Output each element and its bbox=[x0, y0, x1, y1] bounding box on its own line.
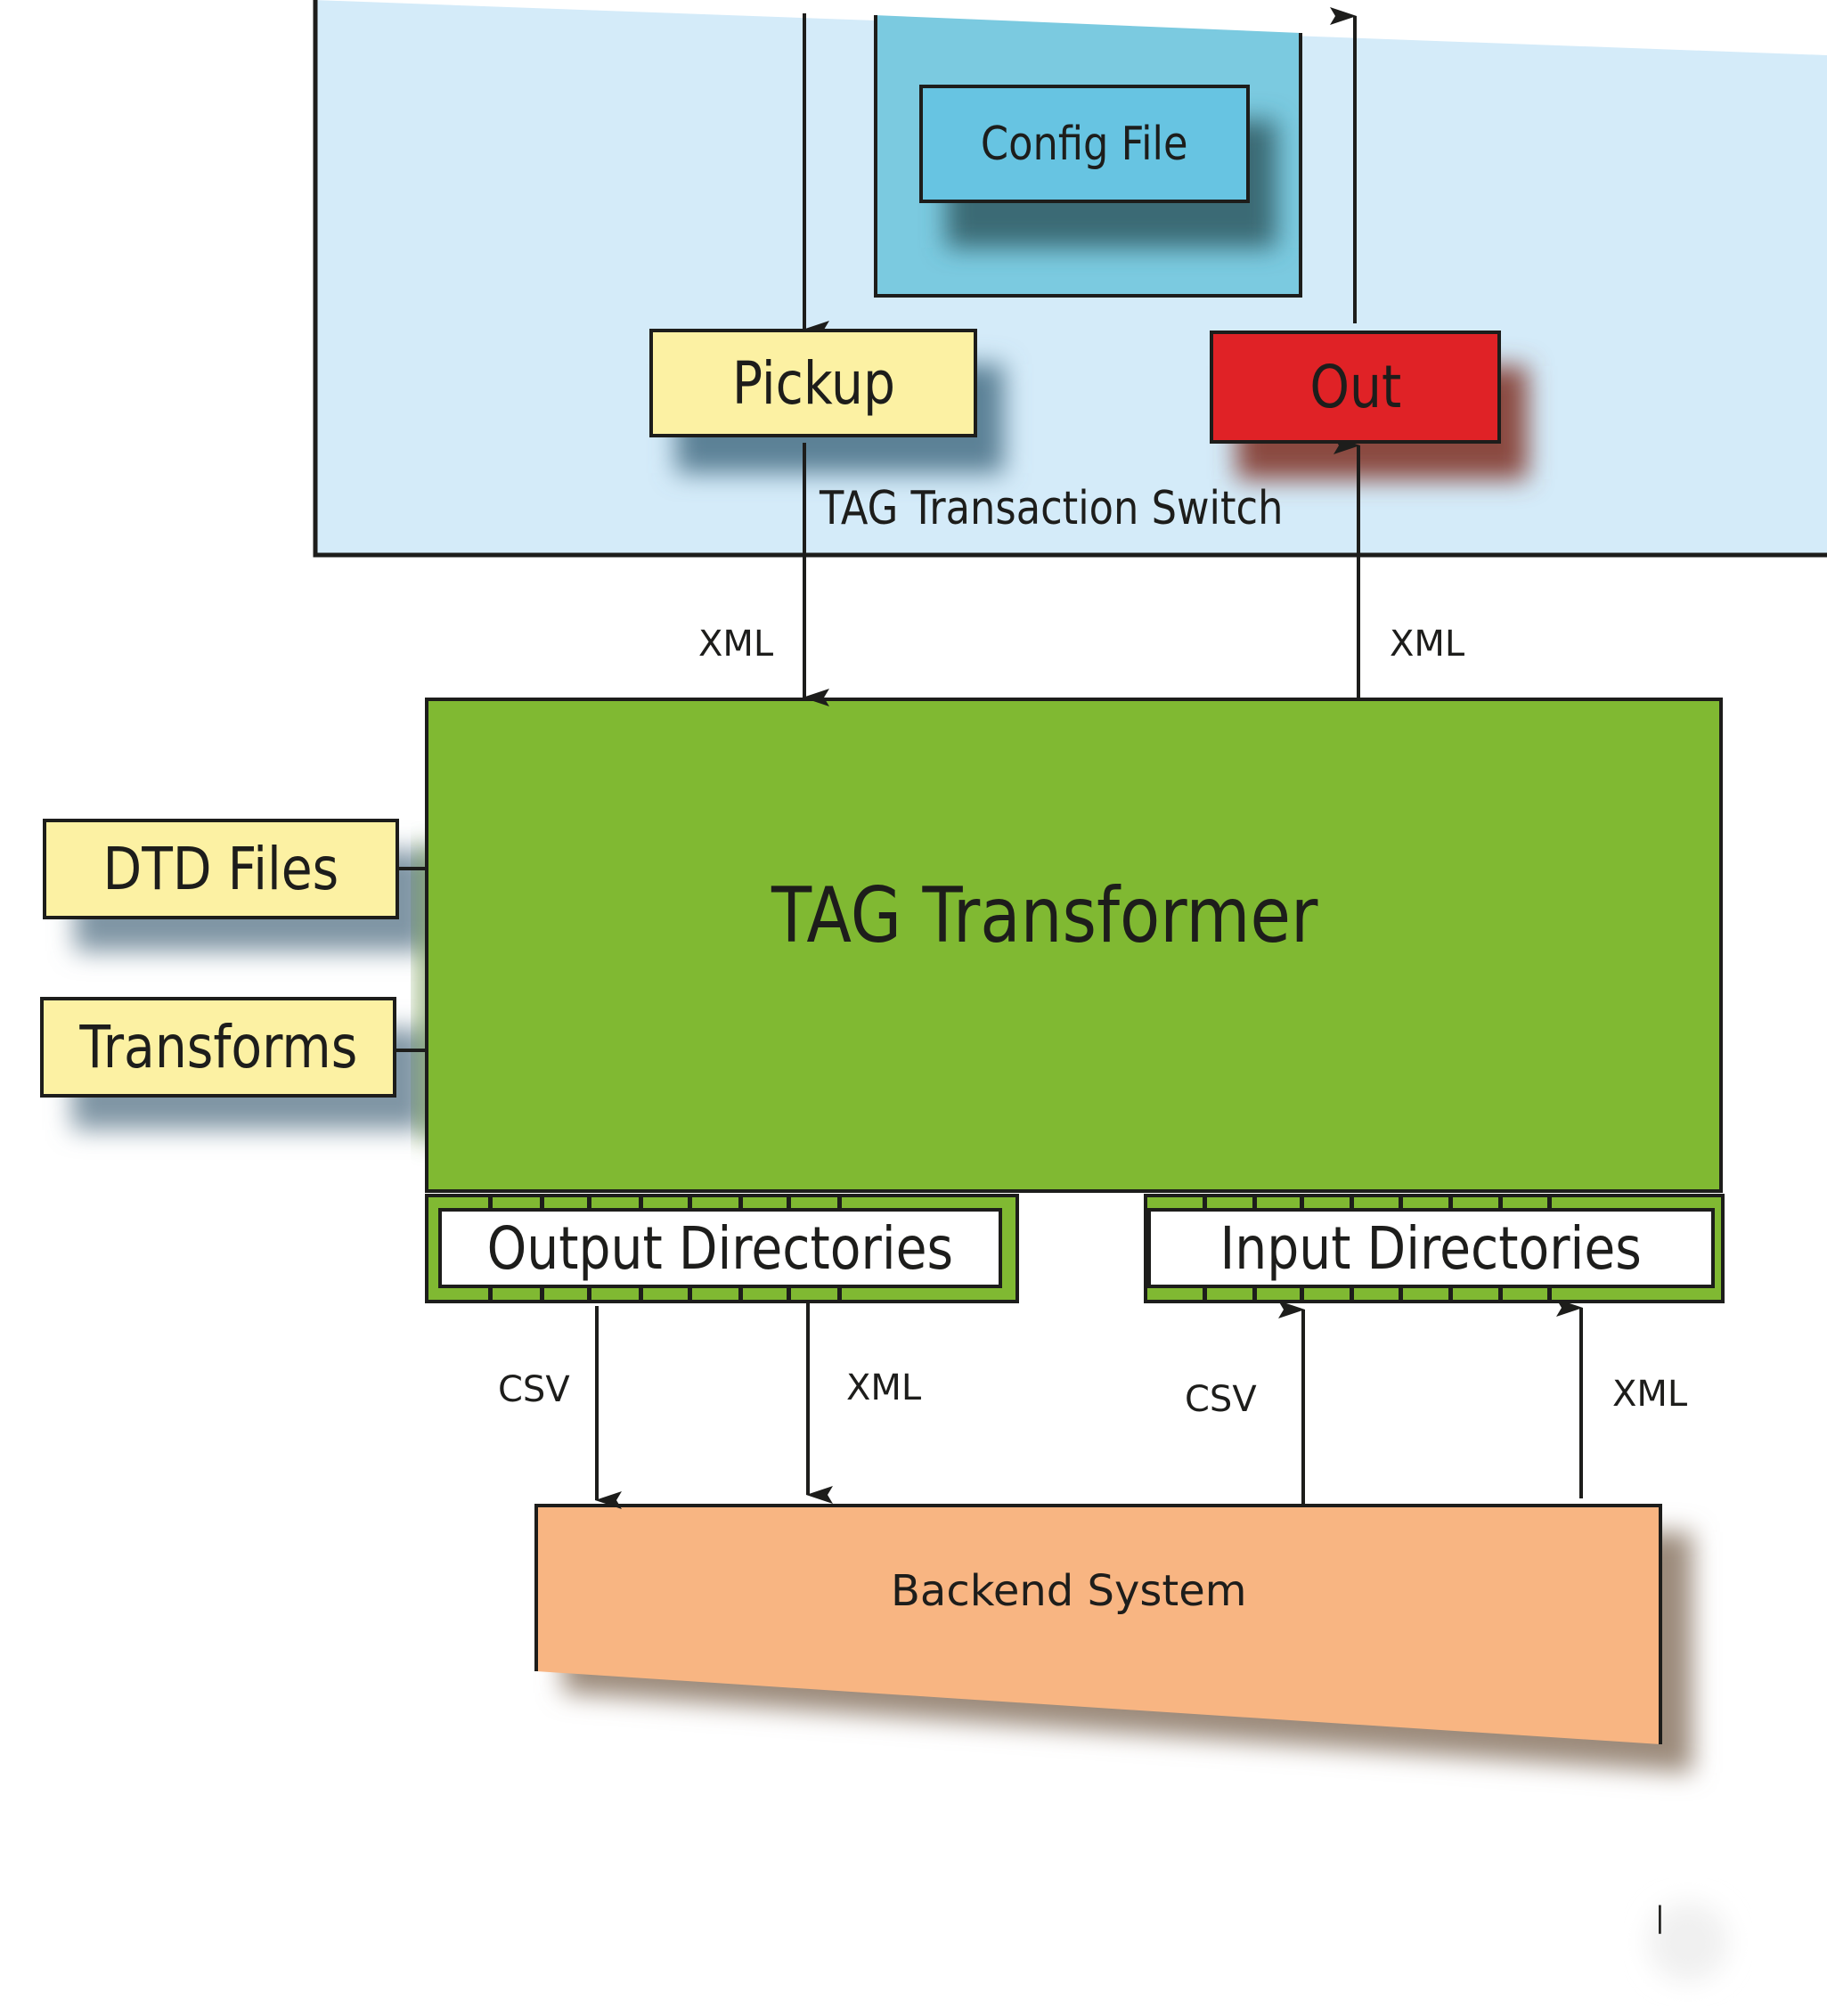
output-directories-node: Output Directories bbox=[438, 1208, 1002, 1288]
output-directories-bar: Output Directories bbox=[425, 1194, 1019, 1303]
input-directories-bar: Input Directories bbox=[1144, 1194, 1725, 1303]
dtd-files-node: DTD Files bbox=[43, 819, 399, 919]
transforms-node: Transforms bbox=[40, 997, 396, 1098]
transformer-label: TAG Transformer bbox=[771, 877, 1407, 954]
footer-mark: | bbox=[1655, 1900, 1665, 1934]
out-label: Out bbox=[1309, 353, 1401, 421]
flow-label-transformer-to-switch: XML bbox=[1390, 624, 1465, 665]
output-directories-label: Output Directories bbox=[486, 1213, 954, 1283]
input-directories-label: Input Directories bbox=[1219, 1213, 1643, 1283]
dtd-files-label: DTD Files bbox=[102, 835, 339, 903]
backend-label: Backend System bbox=[891, 1570, 1247, 1612]
transaction-switch-border bbox=[313, 0, 1827, 558]
flow-label-switch-to-transformer: XML bbox=[698, 624, 774, 665]
config-file-node: Config File bbox=[919, 85, 1250, 203]
input-directories-node: Input Directories bbox=[1147, 1208, 1715, 1288]
transaction-switch-label: TAG Transaction Switch bbox=[820, 486, 1358, 532]
corner-smudge bbox=[1648, 1902, 1728, 1982]
backend-border bbox=[534, 1504, 1662, 1744]
backend-box bbox=[536, 1506, 1660, 1744]
pickup-node: Pickup bbox=[649, 329, 977, 437]
flow-label-input-csv: CSV bbox=[1185, 1379, 1257, 1420]
flow-label-output-xml: XML bbox=[846, 1367, 922, 1408]
flow-label-input-xml: XML bbox=[1612, 1374, 1688, 1415]
transaction-switch-text: TAG Transaction Switch bbox=[820, 482, 1284, 535]
flow-label-output-csv: CSV bbox=[498, 1369, 570, 1410]
config-area-border bbox=[874, 15, 1302, 298]
out-node: Out bbox=[1210, 331, 1501, 444]
transformer-text: TAG Transformer bbox=[771, 871, 1318, 960]
config-file-label: Config File bbox=[981, 117, 1188, 171]
pickup-label: Pickup bbox=[731, 348, 895, 418]
transformer-box bbox=[425, 698, 1723, 1193]
backend-text: Backend System bbox=[891, 1566, 1247, 1616]
transforms-label: Transforms bbox=[79, 1013, 357, 1081]
